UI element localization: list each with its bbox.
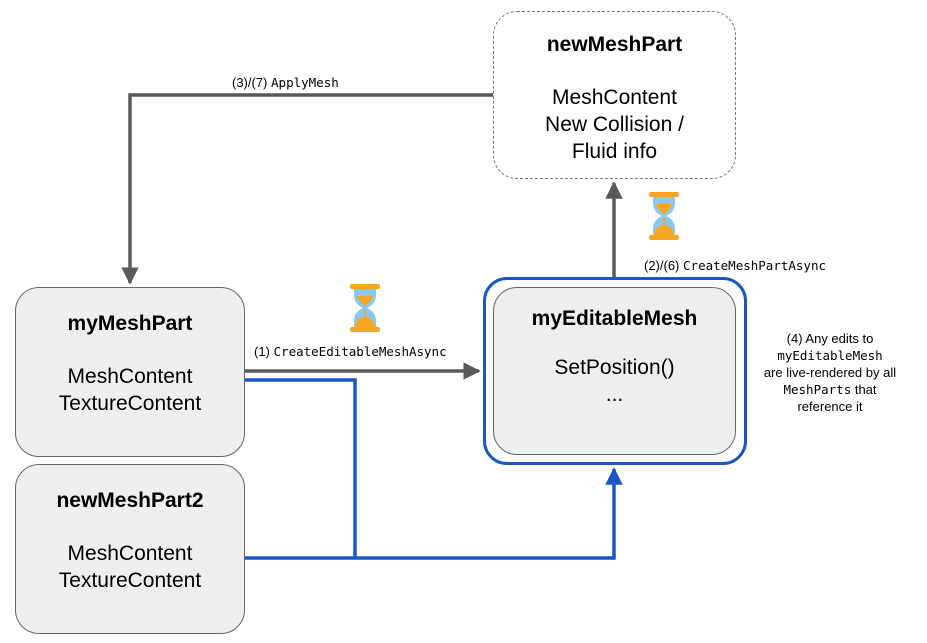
create-editable-step: (1) xyxy=(254,344,270,359)
apply-mesh-method: ApplyMesh xyxy=(271,75,339,90)
box-title: newMeshPart xyxy=(546,33,683,56)
my-editable-mesh-box: myEditableMesh SetPosition() ... xyxy=(493,287,736,455)
note-code: myEditableMesh xyxy=(777,348,883,363)
box-line: TextureContent xyxy=(58,392,202,415)
my-editable-mesh-highlight xyxy=(483,277,747,465)
create-mesh-part-method: CreateMeshPartAsync xyxy=(683,258,827,273)
note-line: reference it xyxy=(797,399,863,414)
note-line: are live-rendered by all xyxy=(763,365,897,380)
new-mesh-part-box: newMeshPart MeshContent New Collision / … xyxy=(493,11,736,179)
box-title: myEditableMesh xyxy=(531,307,698,330)
create-mesh-part-step: (2)/(6) xyxy=(644,258,680,273)
box-line: Fluid info xyxy=(571,140,658,163)
box-line: SetPosition() xyxy=(554,356,675,379)
hourglass-icon xyxy=(350,284,380,332)
live-render-note: (4) Any edits to myEditableMesh are live… xyxy=(745,330,915,415)
box-line: New Collision / xyxy=(545,113,684,136)
my-mesh-part-reference-connector xyxy=(232,378,357,557)
box-title: myMeshPart xyxy=(67,312,193,335)
box-line: ... xyxy=(605,383,624,406)
apply-mesh-label: (3)/(7) ApplyMesh xyxy=(232,75,339,91)
box-line: TextureContent xyxy=(58,569,202,592)
create-editable-label: (1) CreateEditableMeshAsync xyxy=(254,344,447,360)
my-mesh-part-box: myMeshPart MeshContent TextureContent xyxy=(15,287,245,457)
new-mesh-part-2-reference-connector xyxy=(232,467,623,560)
note-code: MeshParts xyxy=(783,382,852,397)
box-line: MeshContent xyxy=(67,365,193,388)
note-line: (4) Any edits to xyxy=(786,331,874,346)
create-mesh-part-label: (2)/(6) CreateMeshPartAsync xyxy=(644,258,826,274)
note-line: that xyxy=(851,382,877,397)
box-title: newMeshPart2 xyxy=(56,489,204,512)
create-editable-method: CreateEditableMeshAsync xyxy=(273,344,447,359)
hourglass-icon xyxy=(649,192,679,240)
apply-mesh-connector xyxy=(121,93,493,285)
box-line: MeshContent xyxy=(67,542,193,565)
box-line: MeshContent xyxy=(552,86,677,109)
apply-mesh-step: (3)/(7) xyxy=(232,75,268,90)
new-mesh-part-2-box: newMeshPart2 MeshContent TextureContent xyxy=(15,464,245,634)
